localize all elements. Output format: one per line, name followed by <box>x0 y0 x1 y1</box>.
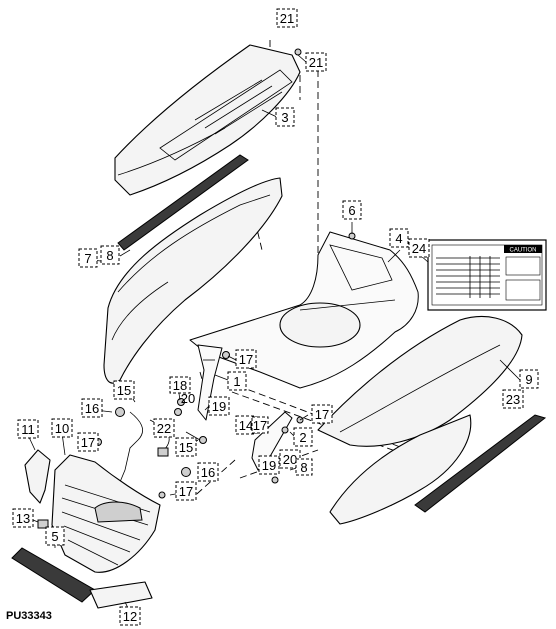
chassis-shroud <box>189 231 419 389</box>
callout-9: 9 <box>525 372 532 387</box>
callout-2: 2 <box>299 430 306 445</box>
mounting-bracket-left <box>197 344 223 421</box>
callout-19-upper: 19 <box>212 399 226 414</box>
right-side-panel <box>317 316 523 525</box>
callout-5: 5 <box>51 529 58 544</box>
callout-13: 13 <box>16 511 30 526</box>
headlight-lens-left <box>24 449 51 504</box>
bottom-trim-plate <box>89 581 153 609</box>
callout-23: 23 <box>506 392 520 407</box>
callout-16-lower: 16 <box>201 465 215 480</box>
callout-14: 14 <box>239 418 253 433</box>
side-trim-strip-left <box>117 154 249 251</box>
callout-8-upper: 8 <box>106 248 113 263</box>
grille-housing <box>51 454 161 573</box>
callout-6: 6 <box>348 203 355 218</box>
callout-8-lower: 8 <box>300 460 307 475</box>
callout-4: 4 <box>395 231 402 246</box>
callout-7: 7 <box>84 251 91 266</box>
callout-21-top: 21 <box>280 11 294 26</box>
grille-clip <box>37 519 49 529</box>
callouts: 21 21 3 6 4 24 7 8 9 23 1 17 15 18 19 16 <box>12 8 539 626</box>
callout-20-upper: 20 <box>181 391 195 406</box>
callout-21-upper: 21 <box>309 55 323 70</box>
hood-top-panel <box>114 44 301 196</box>
figure-id: PU33343 <box>6 610 52 622</box>
caution-decal: CAUTION <box>427 239 547 311</box>
callout-18: 18 <box>173 378 187 393</box>
callout-17-lower: 17 <box>179 484 193 499</box>
callout-17-left: 17 <box>81 435 95 450</box>
callout-17-right: 17 <box>315 407 329 422</box>
callout-16-upper: 16 <box>85 401 99 416</box>
callout-17-mid: 17 <box>253 418 267 433</box>
callout-11: 11 <box>21 422 35 437</box>
callout-20-lower: 20 <box>283 452 297 467</box>
callout-22: 22 <box>157 421 171 436</box>
callout-12: 12 <box>123 609 137 624</box>
callout-19-lower: 19 <box>262 458 276 473</box>
callout-1: 1 <box>233 374 240 389</box>
left-side-panel <box>103 177 283 384</box>
callout-10: 10 <box>55 421 69 436</box>
callout-15-upper: 15 <box>117 383 131 398</box>
side-trim-strip-right <box>414 414 547 513</box>
callout-15-lower: 15 <box>179 440 193 455</box>
decal-heading: CAUTION <box>510 248 537 254</box>
callout-3: 3 <box>281 110 288 125</box>
callout-17-top: 17 <box>239 352 253 367</box>
callout-24: 24 <box>412 241 426 256</box>
